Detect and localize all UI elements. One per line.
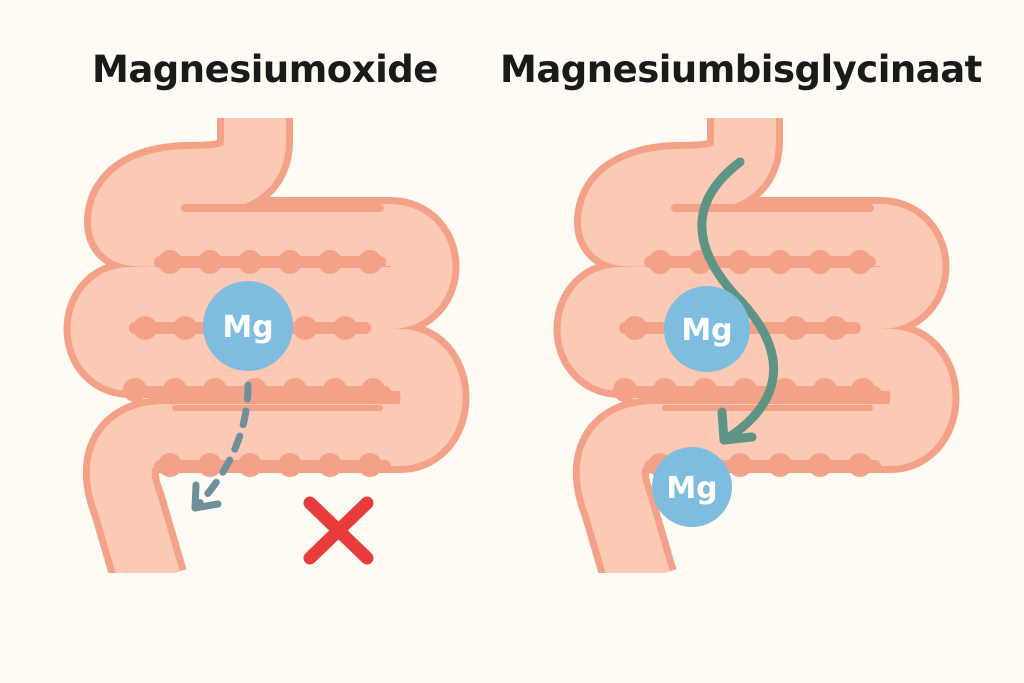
absorption-arrow-icon [697, 157, 779, 445]
mg-ion-right-absorbed: Mg [652, 447, 732, 527]
mg-label: Mg [666, 471, 717, 506]
mg-label: Mg [681, 313, 732, 348]
title-magnesiumbisglycinaat: Magnesiumbisglycinaat [500, 48, 982, 91]
mg-ion-right-top: Mg [664, 286, 750, 372]
mg-label: Mg [222, 310, 273, 345]
intestine-right [592, 110, 922, 580]
title-magnesiumoxide: Magnesiumoxide [92, 48, 438, 91]
dashed-arrow-icon [191, 381, 252, 512]
cross-icon [303, 496, 374, 565]
mg-ion-left: Mg [203, 281, 293, 371]
